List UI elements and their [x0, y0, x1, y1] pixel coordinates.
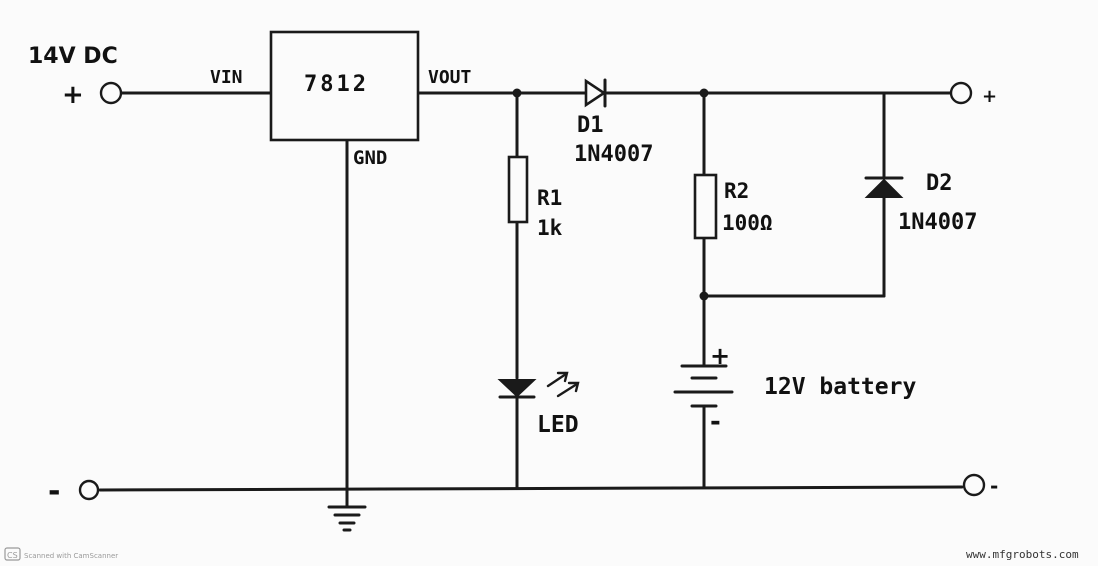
junctions	[512, 88, 709, 301]
label-led: LED	[537, 412, 579, 438]
resistor-r2	[693, 173, 718, 240]
scanner-watermark: CS Scanned with CamScanner	[4, 547, 118, 561]
label-output-plus: +	[982, 86, 997, 107]
led-light-arrows-icon	[546, 371, 580, 398]
scanner-badge: CS	[7, 551, 18, 560]
diode-d2	[864, 176, 904, 198]
terminal-input-negative	[78, 479, 100, 501]
label-r2-name: R2	[724, 179, 749, 203]
regulator-7812	[269, 30, 420, 142]
label-input-plus: +	[62, 80, 84, 110]
label-output-minus: -	[990, 474, 998, 498]
label-input-voltage: 14V DC	[28, 44, 118, 69]
label-d2-part: 1N4007	[898, 210, 977, 235]
label-regulator: 7812	[304, 72, 369, 97]
label-battery-minus: -	[710, 407, 721, 437]
diode-d1	[584, 78, 607, 108]
label-vin: VIN	[210, 67, 243, 88]
led	[497, 371, 580, 399]
resistor-r1	[507, 155, 529, 224]
label-vout: VOUT	[428, 67, 472, 88]
label-r1-value: 1k	[537, 216, 563, 240]
label-gnd: GND	[353, 147, 387, 169]
junction-r2-bottom	[699, 291, 709, 301]
label-r2-value: 100Ω	[722, 211, 773, 235]
label-battery-plus: +	[710, 342, 730, 370]
label-d1-name: D1	[577, 113, 604, 138]
junction-r2-top	[699, 88, 709, 98]
wires	[98, 91, 964, 509]
label-d1-part: 1N4007	[574, 142, 653, 167]
label-r1-name: R1	[537, 186, 562, 210]
wire-ground-rail	[98, 485, 964, 492]
label-input-minus: -	[48, 474, 60, 509]
terminal-output-negative	[962, 473, 986, 497]
terminal-output-positive	[949, 81, 973, 105]
battery-12v	[673, 364, 734, 408]
junction-vout	[512, 88, 522, 98]
scanner-text: Scanned with CamScanner	[24, 552, 118, 560]
camscanner-logo-icon	[4, 547, 21, 561]
website-credit: www.mfgrobots.com	[966, 548, 1079, 561]
label-battery: 12V battery	[764, 374, 916, 400]
ground-icon	[327, 505, 367, 532]
label-d2-name: D2	[926, 171, 953, 196]
terminal-input-positive	[99, 81, 123, 105]
